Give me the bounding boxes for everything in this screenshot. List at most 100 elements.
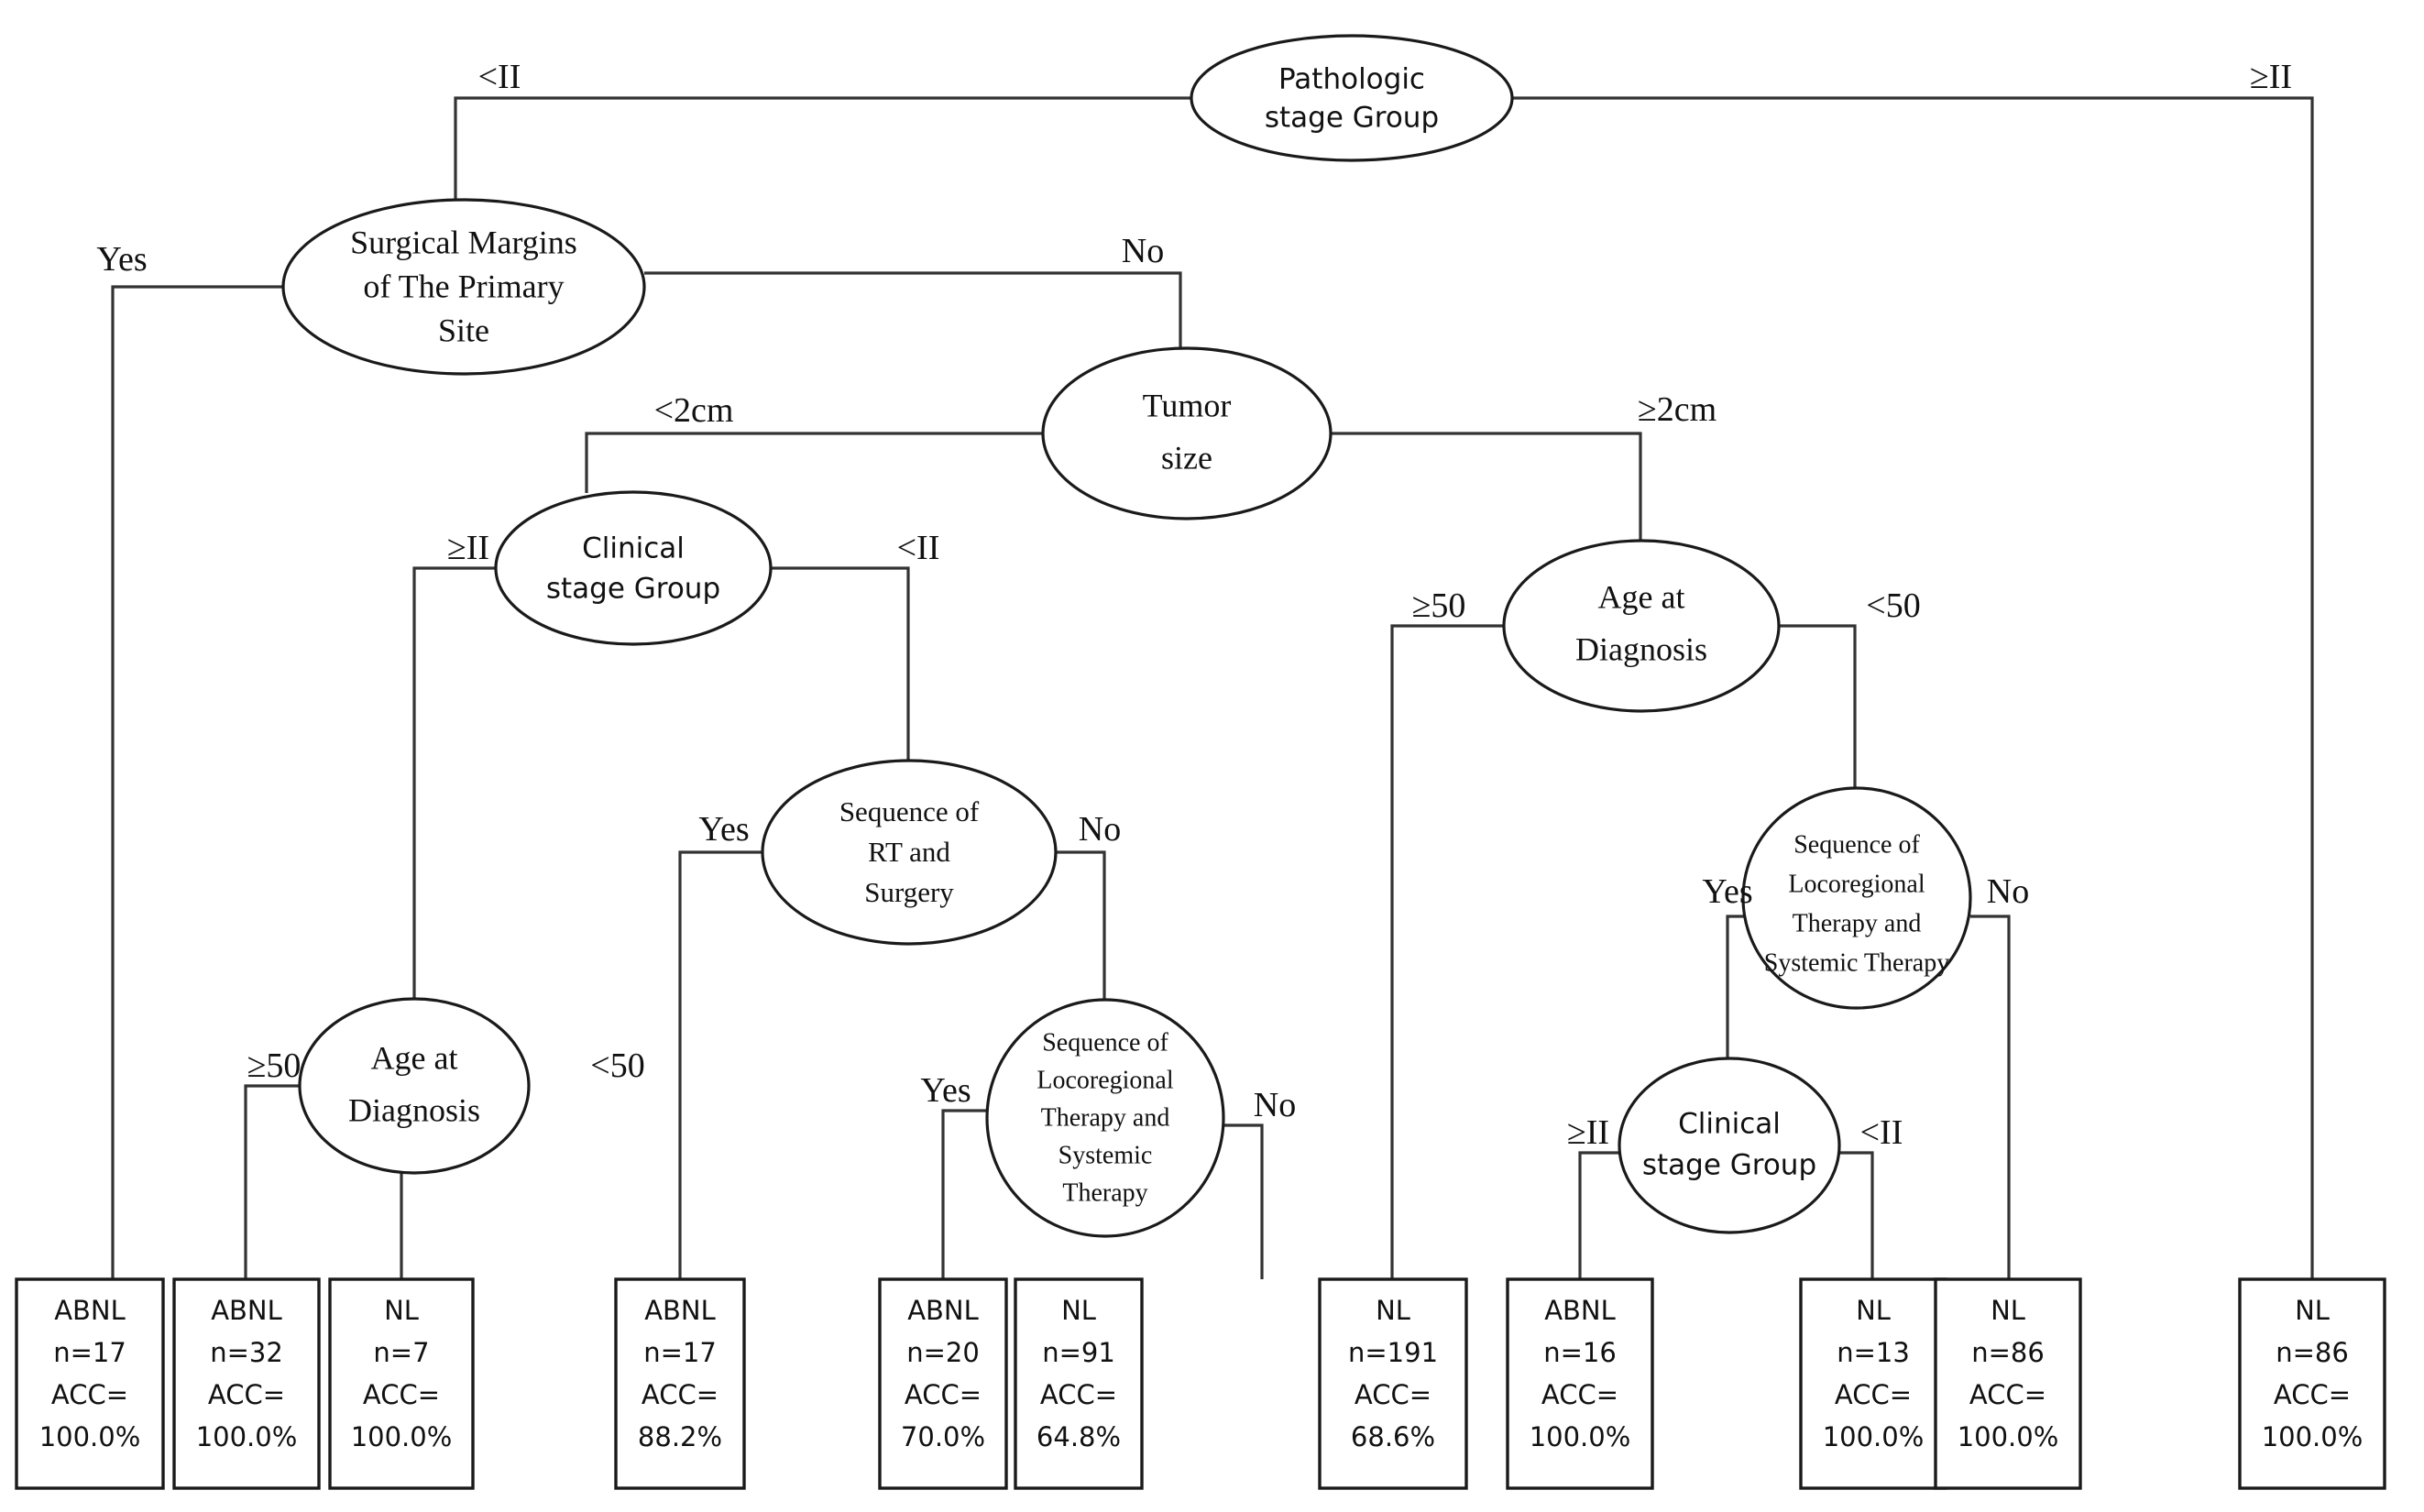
node-sequence-locoregional-systemic-middle[interactable]: Sequence of Locoregional Therapy and Sys… [985,998,1225,1238]
leaf-node-4[interactable]: ABNL n=17 ACC= 88.2% [614,1277,746,1490]
node-sequence-locoregional-systemic-middle-line-4: Systemic [1058,1141,1153,1169]
leaf-node-9-acc-label: ACC= [1835,1379,1912,1410]
edge-label-margins-yes: Yes [96,240,147,279]
node-sequence-locoregional-systemic-middle-line-3: Therapy and [1041,1103,1170,1132]
leaf-node-5[interactable]: ABNL n=20 ACC= 70.0% [878,1277,1008,1490]
leaf-node-11-acc-value: 100.0% [2262,1421,2364,1452]
edges-layer [111,96,2314,1279]
node-age-at-diagnosis-left[interactable]: Age at Diagnosis [298,997,531,1175]
leaf-node-8-acc-value: 100.0% [1530,1421,1631,1452]
leaf-node-9-count: n=13 [1837,1337,1910,1368]
node-sequence-locoregional-systemic-middle-line-2: Locoregional [1037,1066,1173,1094]
node-sequence-locoregional-systemic-right-line-2: Locoregional [1788,870,1925,898]
node-pathologic-stage-group[interactable]: Pathologic stage Group [1190,34,1514,162]
node-age-at-diagnosis-right-line-2: Diagnosis [1575,630,1707,667]
edge-label-age-right-ge50: ≥50 [1412,586,1466,625]
edge-age-right-to-seq-right [1779,624,1857,790]
edge-label-root-left: <II [478,58,521,96]
node-clinical-stage-group-right-ellipse [1618,1057,1841,1234]
leaf-node-5-count: n=20 [906,1337,980,1368]
leaf-node-2-acc-label: ACC= [208,1379,285,1410]
edge-clinstage-right-to-leaf8 [1578,1151,1619,1279]
node-clinical-stage-group-right[interactable]: Clinical stage Group [1618,1057,1841,1234]
node-sequence-locoregional-systemic-right-line-3: Therapy and [1793,909,1922,937]
leaf-node-6-box [1014,1277,1144,1490]
node-sequence-rt-and-surgery[interactable]: Sequence of RT and Surgery [761,759,1058,946]
node-tumor-size[interactable]: Tumor size [1041,346,1333,520]
node-clinical-stage-group-right-line-2: stage Group [1642,1149,1816,1182]
leaf-node-2-class: ABNL [211,1295,282,1326]
leaf-node-11-acc-label: ACC= [2274,1379,2351,1410]
edge-seq-mid-to-leaf5 [941,1109,987,1279]
leaf-node-6-class: NL [1061,1295,1096,1326]
leaf-node-9-box [1799,1277,1947,1490]
leaf-node-6-acc-value: 64.8% [1037,1421,1121,1452]
leaf-node-7-acc-label: ACC= [1355,1379,1431,1410]
leaf-node-11-count: n=86 [2276,1337,2349,1368]
edge-label-clinstage-left-lt2: <II [897,529,940,567]
edge-age-left-to-leaf2 [244,1084,300,1279]
leaf-node-10-acc-label: ACC= [1969,1379,2046,1410]
leaf-node-7-box [1318,1277,1468,1490]
leaf-node-11-class: NL [2295,1295,2330,1326]
leaf-node-10-box [1934,1277,2082,1490]
edge-label-clinstage-left-ge2: ≥II [447,529,489,567]
leaf-node-2-acc-value: 100.0% [196,1421,298,1452]
edge-root-to-margins [454,96,1191,203]
node-sequence-locoregional-systemic-right[interactable]: Sequence of Locoregional Therapy and Sys… [1741,786,1972,1010]
leaf-node-5-class: ABNL [907,1295,979,1326]
leaf-node-7-class: NL [1376,1295,1410,1326]
edge-root-to-leaf11 [1512,96,2314,1279]
leaf-node-2-count: n=32 [210,1337,283,1368]
node-sequence-locoregional-systemic-middle-line-1: Sequence of [1042,1028,1168,1057]
node-sequence-rt-and-surgery-ellipse [761,759,1058,946]
leaf-node-9-acc-value: 100.0% [1823,1421,1925,1452]
leaf-node-9[interactable]: NL n=13 ACC= 100.0% [1799,1277,1947,1490]
edge-clinstage-right-to-leaf9 [1839,1151,1874,1279]
node-clinical-stage-group-left-ellipse [494,490,773,646]
edge-label-root-right: ≥II [2250,58,2292,96]
node-age-at-diagnosis-right-line-1: Age at [1598,578,1685,615]
node-sequence-rt-and-surgery-line-2: RT and [868,836,950,868]
leaf-node-2[interactable]: ABNL n=32 ACC= 100.0% [172,1277,321,1490]
edge-label-tumorsize-ge2: ≥2cm [1638,390,1717,429]
leaf-node-7[interactable]: NL n=191 ACC= 68.6% [1318,1277,1468,1490]
leaf-node-8-box [1506,1277,1654,1490]
edge-rtsurgery-to-seq-mid [1056,850,1106,1001]
node-age-at-diagnosis-right-ellipse [1502,539,1781,713]
edge-label-seq-right-yes: Yes [1702,872,1752,911]
node-pathologic-stage-group-line-2: stage Group [1265,102,1439,135]
edge-clinstage-left-to-rtsurgery [771,566,910,762]
edge-margins-to-leaf1 [111,285,284,1279]
leaf-node-8-count: n=16 [1543,1337,1617,1368]
edge-label-tumorsize-lt2: <2cm [654,391,734,430]
node-clinical-stage-group-left-line-2: stage Group [546,573,720,606]
leaf-node-3-box [328,1277,475,1490]
node-age-at-diagnosis-right[interactable]: Age at Diagnosis [1502,539,1781,713]
leaf-node-8[interactable]: ABNL n=16 ACC= 100.0% [1506,1277,1654,1490]
node-surgical-margins-line-1: Surgical Margins [350,224,577,260]
edge-label-seq-mid-no: No [1254,1086,1296,1124]
leaf-node-3[interactable]: NL n=7 ACC= 100.0% [328,1277,475,1490]
leaf-node-11[interactable]: NL n=86 ACC= 100.0% [2238,1277,2386,1490]
node-sequence-locoregional-systemic-right-line-1: Sequence of [1793,830,1920,859]
leaf-node-10[interactable]: NL n=86 ACC= 100.0% [1934,1277,2082,1490]
edge-label-rtsurgery-no: No [1079,810,1121,849]
edge-label-clinstage-right-lt2: <II [1860,1113,1903,1152]
node-surgical-margins[interactable]: Surgical Margins of The Primary Site [281,198,646,376]
node-surgical-margins-line-3: Site [438,312,489,348]
edge-label-clinstage-right-ge2: ≥II [1567,1113,1609,1152]
edge-seq-right-to-clinstage-right [1726,915,1744,1061]
leaf-node-7-count: n=191 [1348,1337,1438,1368]
leaf-node-8-acc-label: ACC= [1541,1379,1618,1410]
node-clinical-stage-group-left-line-1: Clinical [582,532,685,565]
edge-label-rtsurgery-yes: Yes [698,810,749,849]
node-clinical-stage-group-left[interactable]: Clinical stage Group [494,490,773,646]
leaf-node-4-acc-label: ACC= [642,1379,718,1410]
leaf-node-3-acc-value: 100.0% [351,1421,453,1452]
leaf-node-1-acc-label: ACC= [51,1379,128,1410]
leaf-node-6[interactable]: NL n=91 ACC= 64.8% [1014,1277,1144,1490]
edge-margins-to-tumorsize [644,271,1182,350]
leaf-node-1[interactable]: ABNL n=17 ACC= 100.0% [15,1277,165,1490]
